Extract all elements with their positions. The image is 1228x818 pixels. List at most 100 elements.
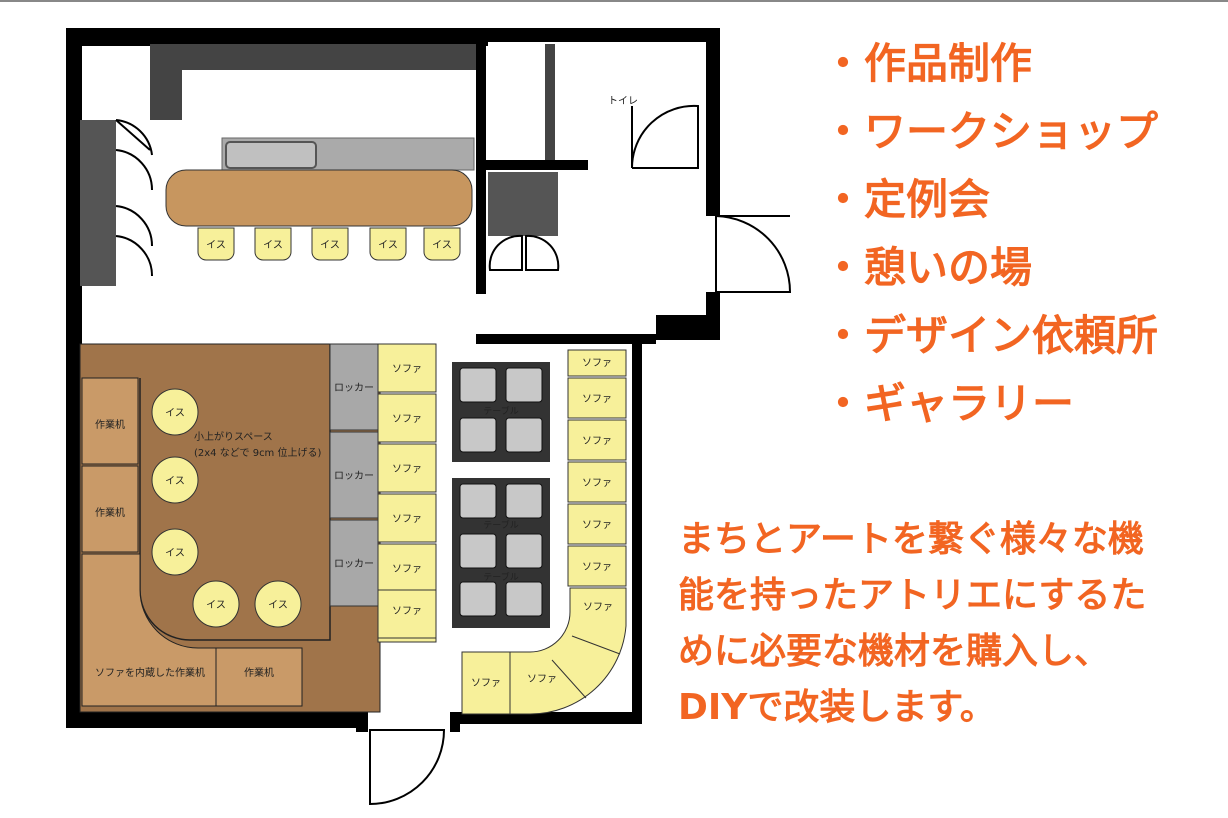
sofa-label: ソファ [582, 436, 612, 447]
feature-item: ・作品制作 [822, 39, 1033, 88]
raised-space-note: (2x4 などで 9cm 位上げる) [194, 446, 321, 459]
bar-stool-label: イス [378, 240, 398, 251]
sofa [567, 349, 627, 377]
sofa-label: ソファ [582, 478, 612, 489]
feature-item: ・デザイン依頼所 [822, 311, 1159, 360]
sofa [567, 545, 627, 587]
locker-label: ロッカー [334, 382, 374, 394]
table-chair [459, 533, 497, 569]
left-door-2 [115, 205, 154, 247]
door-jamb-left [356, 712, 368, 732]
floor-plan: トイレ イスイスイスイスイス 小上がりスペース (2x4 などで 9cm 位上げ… [66, 28, 792, 806]
wall-top-left [66, 28, 488, 46]
wall-top-right [486, 28, 720, 42]
table-chair [459, 367, 497, 403]
right-door [715, 215, 792, 293]
sofa [377, 443, 437, 493]
bar-stool [423, 227, 461, 261]
bar-stool [197, 227, 235, 261]
sofa-label: ソファ [392, 464, 422, 475]
table-chair [459, 581, 497, 617]
table-chair [505, 417, 543, 453]
round-stool [151, 388, 199, 436]
round-stool [151, 456, 199, 504]
wall-bottom-right [450, 712, 642, 724]
workdesk-3 [215, 647, 303, 707]
locker-label: ロッカー [334, 558, 374, 570]
kitchen-sink [225, 141, 317, 169]
left-door-1 [115, 119, 153, 156]
round-stools: イスイスイスイスイス [151, 388, 302, 628]
sofas: ソファソファソファソファソファソファソファソファソファソファソファソファソファソ… [377, 343, 627, 643]
table-chair [505, 483, 543, 519]
sofa [377, 543, 437, 593]
toilet-label: トイレ [608, 96, 638, 107]
sofa-workdesk-label: ソファを内蔵した作業机 [95, 666, 205, 679]
sofa [567, 503, 627, 545]
description-line: めに必要な機材を購入し、 [678, 631, 1111, 672]
sofa [567, 461, 627, 503]
sofa-label: ソファ [582, 520, 612, 531]
description-line: 能を持ったアトリエにするた [678, 575, 1147, 616]
feature-item: ・憩いの場 [822, 243, 1033, 292]
sofa [567, 419, 627, 461]
sofa-label: ソファ [392, 514, 422, 525]
sofa-label: ソファ [582, 358, 612, 369]
description: まちとアートを繋ぐ様々な機 能を持ったアトリエにするた めに必要な機材を購入し、… [678, 512, 1218, 736]
workdesk-2 [81, 465, 139, 553]
utility-block [488, 172, 558, 236]
left-storage [80, 120, 116, 286]
toilet-wall-bottom [476, 160, 588, 170]
workdesk-2-label: 作業机 [95, 506, 125, 519]
table-label: テーブル [483, 571, 518, 583]
curved-sofa-label-1: ソファ [583, 602, 613, 613]
sofa-label: ソファ [392, 414, 422, 425]
sofa [377, 343, 437, 393]
bar-stool-label: イス [263, 240, 283, 251]
bar-stools: イス イス イス イス イス [197, 227, 461, 261]
round-stool-label: イス [165, 476, 185, 487]
sofa [377, 589, 437, 639]
locker [329, 519, 379, 607]
feature-item: ・定例会 [822, 175, 991, 224]
sofa [377, 493, 437, 543]
feature-list: ・作品制作 ・ワークショップ ・定例会 ・憩いの場 ・デザイン依頼所 ・ギャラリ… [822, 30, 1158, 438]
sofa [567, 377, 627, 419]
bar-stool-label: イス [320, 240, 340, 251]
bar-stool-label: イス [206, 240, 226, 251]
toilet-door-arc [630, 104, 699, 169]
bar-stool-label: イス [432, 240, 452, 251]
workdesk-1 [81, 377, 139, 465]
table-chair [459, 417, 497, 453]
corner-sofa [461, 651, 511, 715]
bar-stool [311, 227, 349, 261]
table-label: テーブル [483, 405, 518, 417]
sofa-label: ソファ [582, 394, 612, 405]
utility-door-1 [488, 234, 523, 271]
bar-counter [165, 169, 473, 227]
curved-sofa-label-2: ソファ [527, 674, 557, 685]
bar-stool [369, 227, 407, 261]
raised-space-floor [79, 343, 381, 713]
bottom-door [369, 729, 446, 806]
description-line: DIYで改装します。 [678, 687, 996, 728]
wall-bottom-left [66, 712, 366, 728]
workdesk-1-label: 作業机 [95, 418, 125, 431]
corner-sofa-label: ソファ [471, 678, 501, 689]
sofa [377, 393, 437, 443]
bar-stool [254, 227, 292, 261]
round-stool-label: イス [268, 600, 288, 611]
top-border [0, 0, 1228, 2]
toilet-wall-mid [545, 44, 555, 166]
round-stool-label: イス [206, 600, 226, 611]
round-stool-label: イス [165, 548, 185, 559]
feature-item: ・ギャラリー [822, 379, 1075, 428]
table-chair [505, 581, 543, 617]
sofa-label: ソファ [392, 564, 422, 575]
wall-right-upper [706, 28, 720, 216]
sofa-label: ソファ [392, 606, 422, 617]
round-stool [151, 528, 199, 576]
utility-door-2 [525, 234, 560, 271]
round-stool-label: イス [165, 408, 185, 419]
